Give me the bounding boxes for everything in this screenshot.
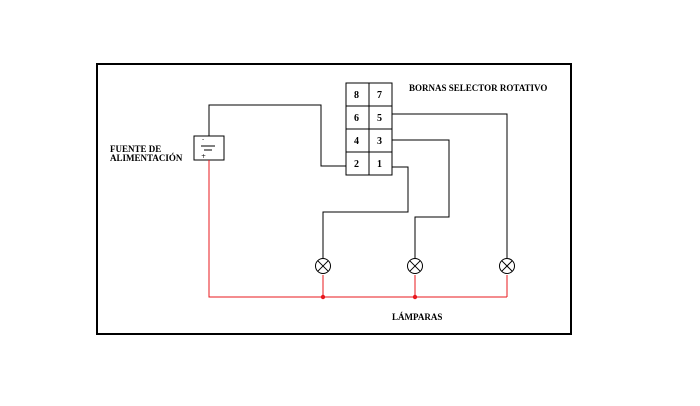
power-supply: - + bbox=[193, 135, 225, 161]
lamp-1-icon bbox=[315, 258, 331, 274]
junction-dot-2 bbox=[412, 294, 418, 300]
terminal-2: 2 bbox=[354, 159, 359, 170]
black-wires bbox=[208, 104, 508, 258]
battery-box bbox=[193, 135, 225, 161]
battery-negative-sign: - bbox=[202, 136, 204, 143]
power-supply-label-line1: FUENTE DE bbox=[110, 144, 161, 154]
terminal-1: 1 bbox=[377, 159, 382, 170]
power-supply-label-line2: ALIMENTACIÓN bbox=[110, 153, 183, 163]
terminal-5: 5 bbox=[377, 113, 382, 124]
diagram-frame bbox=[96, 63, 572, 335]
terminal-8: 8 bbox=[354, 90, 359, 101]
terminal-3: 3 bbox=[377, 136, 382, 147]
wire-terminal-5-to-lamp-3 bbox=[392, 113, 508, 258]
selector-title: BORNAS SELECTOR ROTATIVO bbox=[409, 83, 547, 93]
wire-supply-to-terminal-2 bbox=[208, 104, 346, 167]
terminal-6: 6 bbox=[354, 113, 359, 124]
lamp-3-icon bbox=[499, 258, 515, 274]
lamp-2-icon bbox=[407, 258, 423, 274]
selector-terminal-block: 8 7 6 5 4 3 2 1 bbox=[345, 82, 393, 176]
wire-terminal-3-to-lamp-2 bbox=[392, 139, 450, 258]
battery-positive-sign: + bbox=[201, 153, 206, 160]
red-wires bbox=[208, 160, 508, 298]
wire-terminal-1-to-lamp-1 bbox=[322, 166, 409, 258]
wire-supply-positive-return bbox=[208, 160, 507, 298]
terminal-4: 4 bbox=[354, 136, 359, 147]
lamps-label: LÁMPARAS bbox=[392, 312, 442, 322]
junction-dot-1 bbox=[320, 294, 326, 300]
terminal-7: 7 bbox=[377, 90, 382, 101]
